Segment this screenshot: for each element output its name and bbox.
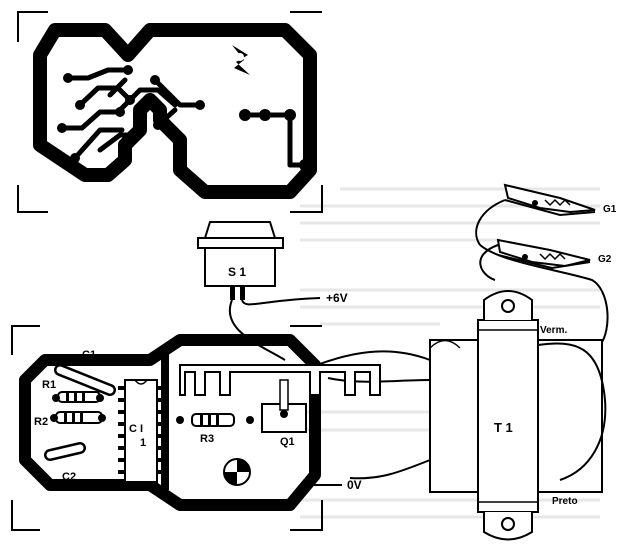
label-t1: T 1 — [494, 420, 513, 435]
label-s1: S 1 — [228, 265, 246, 279]
top-pcb-copper — [17, 11, 323, 213]
label-ci1-line2: 1 — [140, 437, 146, 449]
label-preto: Preto — [552, 496, 578, 507]
switch-s1: S 1 +6V — [197, 221, 348, 361]
label-q1: Q1 — [280, 436, 295, 448]
label-0v: 0V — [347, 478, 362, 492]
label-g1: G1 — [603, 204, 617, 215]
bottom-pcb-components: C I 1 C1 R1 R2 C2 R3 Q1 — [11, 325, 381, 531]
label-c1: C1 — [82, 349, 96, 361]
label-r2: R2 — [34, 416, 48, 428]
label-plus6v: +6V — [326, 291, 348, 305]
label-r3: R3 — [200, 433, 214, 445]
label-g2: G2 — [598, 254, 612, 265]
clip-g1: G1 — [503, 183, 617, 217]
transformer-t1: T 1 Verm. Preto — [429, 290, 603, 541]
bleed-through-background — [300, 187, 600, 519]
label-c2: C2 — [62, 471, 76, 483]
label-verm: Verm. — [540, 325, 567, 336]
clip-g2: G2 — [496, 238, 612, 270]
label-ci1-line1: C I — [129, 423, 143, 435]
label-r1: R1 — [42, 379, 56, 391]
